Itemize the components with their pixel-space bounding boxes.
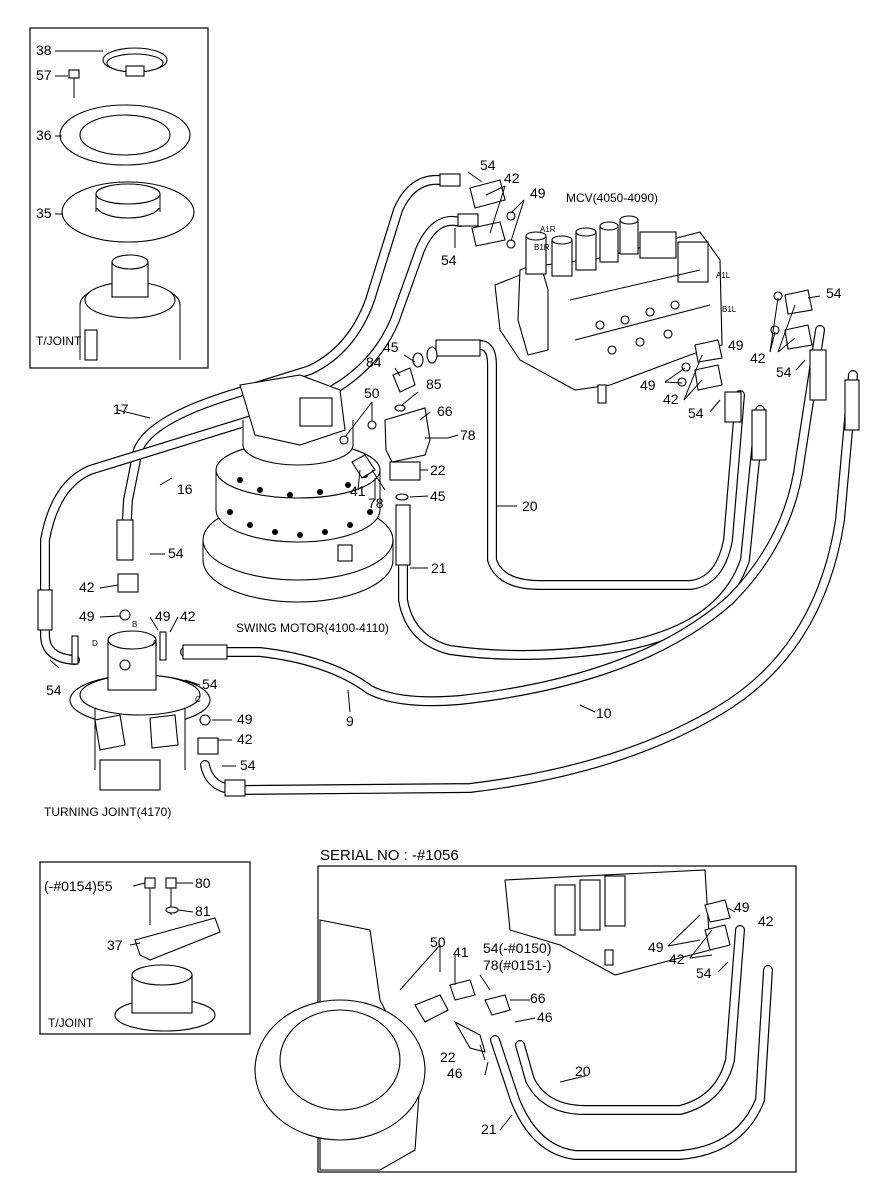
label-42: 42 bbox=[669, 951, 685, 967]
hose-fittings bbox=[37, 173, 860, 797]
label-78: 78 bbox=[368, 495, 384, 511]
label-49: 49 bbox=[648, 939, 664, 955]
label-50: 50 bbox=[430, 934, 446, 950]
label-54: 54 bbox=[688, 405, 704, 421]
label-49: 49 bbox=[530, 185, 546, 201]
label-38: 38 bbox=[36, 42, 52, 58]
label-tjoint: T/JOINT bbox=[48, 1016, 94, 1030]
swing-motor-label: SWING MOTOR(4100-4110) bbox=[236, 621, 389, 635]
label-22: 22 bbox=[430, 462, 446, 478]
label-46: 46 bbox=[537, 1009, 553, 1025]
label-85: 85 bbox=[426, 376, 442, 392]
port-c: C bbox=[195, 695, 201, 704]
label-54: 54 bbox=[776, 364, 792, 380]
label-54: 54 bbox=[202, 676, 218, 692]
port-b1l: B1L bbox=[722, 305, 737, 314]
label-54: 54(-#0150) bbox=[483, 940, 552, 956]
label-84: 84 bbox=[366, 354, 382, 370]
label-78: 78(#0151-) bbox=[483, 957, 552, 973]
label-10: 10 bbox=[596, 705, 612, 721]
label-22: 22 bbox=[440, 1049, 456, 1065]
label-42: 42 bbox=[663, 391, 679, 407]
turning-joint bbox=[69, 609, 219, 791]
label-78: 78 bbox=[460, 427, 476, 443]
label-54: 54 bbox=[696, 965, 712, 981]
label-49: 49 bbox=[728, 337, 744, 353]
label-54: 54 bbox=[240, 757, 256, 773]
label-21: 21 bbox=[481, 1121, 497, 1137]
turning-joint-label: TURNING JOINT(4170) bbox=[44, 805, 171, 819]
port-d: D bbox=[92, 639, 98, 648]
label-37: 37 bbox=[107, 937, 123, 953]
label-49: 49 bbox=[237, 711, 253, 727]
mcv-valve bbox=[494, 215, 723, 404]
label-54: 54 bbox=[168, 545, 184, 561]
port-a1l: A1L bbox=[716, 271, 731, 280]
label-42: 42 bbox=[758, 913, 774, 929]
label-55: (-#0154)55 bbox=[44, 878, 113, 894]
label-21: 21 bbox=[431, 560, 447, 576]
label-tjoint: T/JOINT bbox=[36, 334, 82, 348]
label-20: 20 bbox=[522, 498, 538, 514]
label-42: 42 bbox=[237, 731, 253, 747]
label-42: 42 bbox=[750, 350, 766, 366]
mcv-label: MCV(4050-4090) bbox=[566, 191, 658, 205]
label-57: 57 bbox=[36, 67, 52, 83]
leader-lines bbox=[49, 171, 821, 767]
swing-motor bbox=[202, 374, 394, 603]
flange-clamps bbox=[117, 179, 813, 593]
label-36: 36 bbox=[36, 127, 52, 143]
port-a1r: A1R bbox=[540, 225, 556, 234]
label-54: 54 bbox=[46, 682, 62, 698]
serial-title: SERIAL NO : -#1056 bbox=[320, 847, 459, 864]
label-45: 45 bbox=[430, 488, 446, 504]
label-41: 41 bbox=[350, 483, 366, 499]
label-49: 49 bbox=[640, 377, 656, 393]
label-17: 17 bbox=[113, 401, 129, 417]
label-9: 9 bbox=[346, 713, 354, 729]
label-41: 41 bbox=[453, 944, 469, 960]
label-80: 80 bbox=[195, 875, 211, 891]
label-16: 16 bbox=[177, 481, 193, 497]
label-49: 49 bbox=[734, 899, 750, 915]
label-46: 46 bbox=[447, 1065, 463, 1081]
label-81: 81 bbox=[195, 903, 211, 919]
port-b: B bbox=[132, 620, 137, 629]
label-35: 35 bbox=[36, 205, 52, 221]
label-42: 42 bbox=[504, 170, 520, 186]
label-49: 49 bbox=[155, 608, 171, 624]
label-42: 42 bbox=[79, 579, 95, 595]
label-49: 49 bbox=[79, 608, 95, 624]
main-labels: 54 42 49 54 MCV(4050-4090) A1R B1R A1L B… bbox=[44, 157, 842, 819]
tjoint-bracket-inset: (-#0154)55 80 81 37 T/JOINT bbox=[39, 861, 251, 1035]
serial-inset: SERIAL NO : -#1056 bbox=[254, 847, 797, 1173]
label-54: 54 bbox=[826, 285, 842, 301]
port-b1r: B1R bbox=[534, 243, 550, 252]
label-20: 20 bbox=[575, 1063, 591, 1079]
label-66: 66 bbox=[437, 403, 453, 419]
label-50: 50 bbox=[364, 385, 380, 401]
label-54: 54 bbox=[480, 157, 496, 173]
label-45: 45 bbox=[383, 339, 399, 355]
label-54: 54 bbox=[441, 252, 457, 268]
tjoint-flange-inset: 38 57 36 35 T/JOINT bbox=[29, 27, 209, 369]
port-a: A bbox=[152, 639, 158, 648]
label-42: 42 bbox=[180, 608, 196, 624]
label-66: 66 bbox=[530, 990, 546, 1006]
